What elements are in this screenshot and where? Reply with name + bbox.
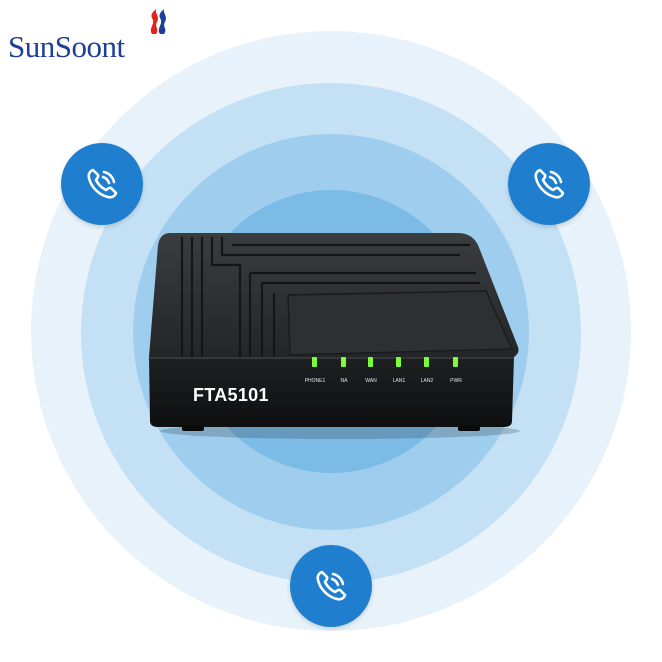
led-label-na: NA	[340, 378, 348, 384]
phone-badge-left	[61, 143, 143, 225]
voip-adapter-device	[140, 225, 530, 445]
phone-call-icon	[87, 168, 118, 199]
led-label-lan1: LAN1	[392, 378, 406, 384]
phone-call-icon	[534, 168, 565, 199]
phone-badge-bottom	[290, 545, 372, 627]
flame-logo-icon	[150, 9, 166, 34]
brand-logo: SunSoont	[8, 8, 176, 64]
led-label-pwr: PWR	[450, 378, 462, 384]
phone-call-icon	[316, 570, 347, 601]
led-label-wan: WAN	[365, 378, 377, 384]
phone-badge-right	[508, 143, 590, 225]
led-label-phone1: PHONE1	[304, 378, 326, 384]
brand-name: SunSoont	[8, 29, 125, 64]
led-label-lan2: LAN2	[420, 378, 434, 384]
device-body	[148, 233, 520, 439]
device-model-label: FTA5101	[193, 385, 269, 405]
